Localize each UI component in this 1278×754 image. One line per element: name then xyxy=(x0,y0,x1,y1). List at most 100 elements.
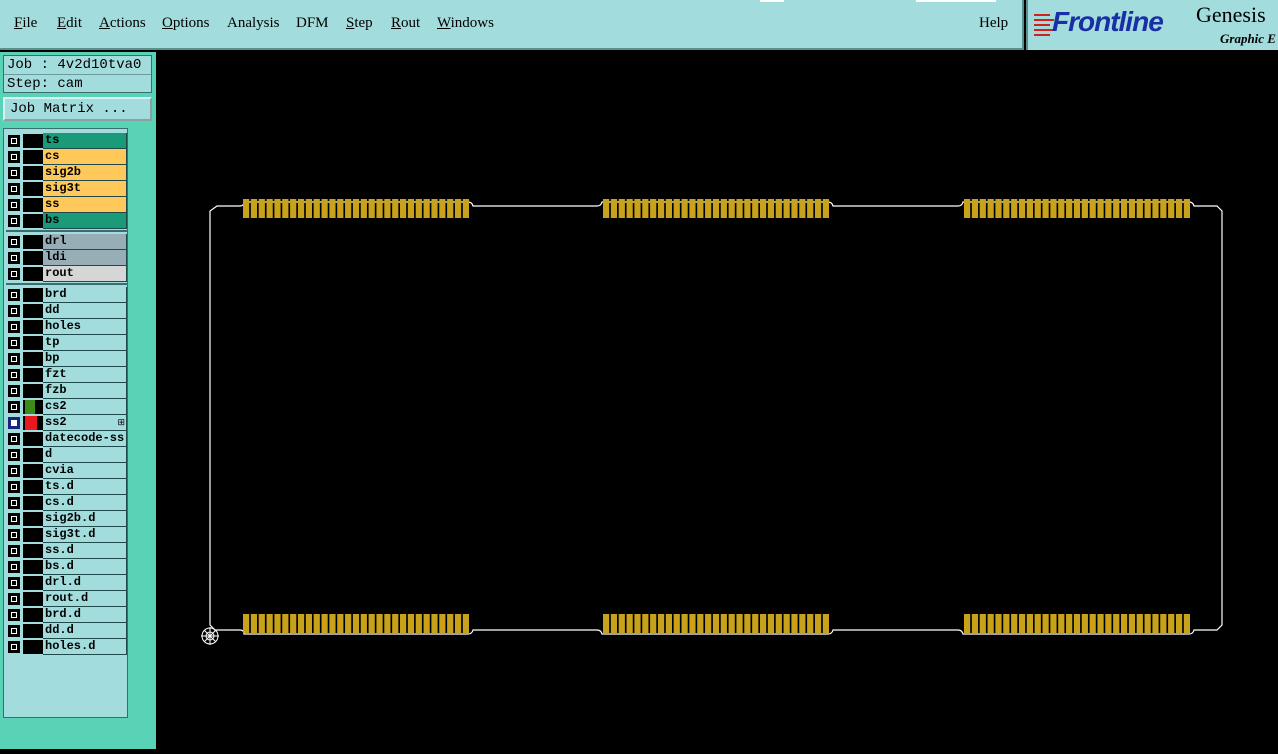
graphic-canvas[interactable] xyxy=(157,53,1278,749)
layer-display-swatch[interactable] xyxy=(23,432,43,446)
layer-row-cs[interactable]: cs xyxy=(6,149,127,165)
layer-checkbox[interactable] xyxy=(8,545,20,557)
layer-checkbox[interactable] xyxy=(8,353,20,365)
layer-display-swatch[interactable] xyxy=(23,384,43,398)
layer-display-swatch[interactable] xyxy=(23,576,43,590)
layer-row-holes.d[interactable]: holes.d xyxy=(6,639,127,655)
layer-row-tp[interactable]: tp xyxy=(6,335,127,351)
layer-checkbox[interactable] xyxy=(8,513,20,525)
layer-checkbox[interactable] xyxy=(8,305,20,317)
layer-display-swatch[interactable] xyxy=(23,267,43,281)
layer-row-holes[interactable]: holes xyxy=(6,319,127,335)
layer-display-swatch[interactable] xyxy=(23,134,43,148)
layer-row-sig2b[interactable]: sig2b xyxy=(6,165,127,181)
layer-checkbox[interactable] xyxy=(8,481,20,493)
layer-display-swatch[interactable] xyxy=(23,352,43,366)
layer-row-fzb[interactable]: fzb xyxy=(6,383,127,399)
layer-row-datecode-ss[interactable]: datecode-ss xyxy=(6,431,127,447)
layer-row-ss2[interactable]: ss2⊞ xyxy=(6,415,127,431)
layer-checkbox[interactable] xyxy=(8,199,20,211)
layer-checkbox[interactable] xyxy=(8,151,20,163)
layer-checkbox[interactable] xyxy=(8,268,20,280)
layer-display-swatch[interactable] xyxy=(23,560,43,574)
layer-display-swatch[interactable] xyxy=(23,198,43,212)
layer-row-d[interactable]: d xyxy=(6,447,127,463)
layer-display-swatch[interactable] xyxy=(23,214,43,228)
menu-options[interactable]: Options xyxy=(162,15,210,32)
menu-step[interactable]: Step xyxy=(346,15,373,32)
layer-display-swatch[interactable] xyxy=(23,448,43,462)
layer-row-sig3t[interactable]: sig3t xyxy=(6,181,127,197)
layer-row-brd.d[interactable]: brd.d xyxy=(6,607,127,623)
layer-checkbox[interactable] xyxy=(8,561,20,573)
layer-display-swatch[interactable] xyxy=(23,640,43,654)
layer-row-ts.d[interactable]: ts.d xyxy=(6,479,127,495)
layer-checkbox[interactable] xyxy=(8,609,20,621)
layer-row-dd[interactable]: dd xyxy=(6,303,127,319)
layer-display-swatch[interactable] xyxy=(23,288,43,302)
layer-checkbox[interactable] xyxy=(8,641,20,653)
layer-row-sig2b.d[interactable]: sig2b.d xyxy=(6,511,127,527)
layer-display-swatch[interactable] xyxy=(23,182,43,196)
help-menu[interactable]: Help xyxy=(979,15,1009,31)
layer-display-swatch[interactable] xyxy=(23,608,43,622)
layer-row-dd.d[interactable]: dd.d xyxy=(6,623,127,639)
layer-checkbox[interactable] xyxy=(8,593,20,605)
layer-row-bs[interactable]: bs xyxy=(6,213,127,229)
layer-display-swatch[interactable] xyxy=(23,336,43,350)
layer-checkbox[interactable] xyxy=(8,465,20,477)
layer-display-swatch[interactable] xyxy=(23,166,43,180)
layer-row-fzt[interactable]: fzt xyxy=(6,367,127,383)
layer-display-swatch[interactable] xyxy=(23,368,43,382)
layer-checkbox[interactable] xyxy=(8,183,20,195)
menu-edit[interactable]: Edit xyxy=(57,15,82,32)
layer-display-swatch[interactable] xyxy=(23,251,43,265)
layer-row-ts[interactable]: ts xyxy=(6,133,127,149)
layer-checkbox[interactable] xyxy=(8,369,20,381)
layer-display-swatch[interactable] xyxy=(23,592,43,606)
layer-checkbox[interactable] xyxy=(8,236,20,248)
layer-checkbox[interactable] xyxy=(8,449,20,461)
layer-display-swatch[interactable] xyxy=(23,480,43,494)
layer-row-cs2[interactable]: cs2 xyxy=(6,399,127,415)
layer-display-swatch[interactable] xyxy=(23,416,43,430)
layer-display-swatch[interactable] xyxy=(23,496,43,510)
origin-icon[interactable] xyxy=(201,627,219,645)
layer-checkbox[interactable] xyxy=(8,625,20,637)
layer-checkbox[interactable] xyxy=(8,252,20,264)
layer-row-cvia[interactable]: cvia xyxy=(6,463,127,479)
layer-checkbox[interactable] xyxy=(8,401,20,413)
layer-display-swatch[interactable] xyxy=(23,528,43,542)
menu-actions[interactable]: Actions xyxy=(99,15,146,32)
layer-checkbox[interactable] xyxy=(8,433,20,445)
layer-row-bs.d[interactable]: bs.d xyxy=(6,559,127,575)
layer-checkbox[interactable] xyxy=(8,289,20,301)
layer-row-drl[interactable]: drl xyxy=(6,234,127,250)
layer-display-swatch[interactable] xyxy=(23,150,43,164)
layer-row-brd[interactable]: brd xyxy=(6,287,127,303)
layer-checkbox[interactable] xyxy=(8,167,20,179)
menu-dfm[interactable]: DFM xyxy=(296,15,329,32)
layer-display-swatch[interactable] xyxy=(23,304,43,318)
layer-row-drl.d[interactable]: drl.d xyxy=(6,575,127,591)
layer-display-swatch[interactable] xyxy=(23,624,43,638)
layer-row-cs.d[interactable]: cs.d xyxy=(6,495,127,511)
layer-checkbox[interactable] xyxy=(8,577,20,589)
layer-row-ss.d[interactable]: ss.d xyxy=(6,543,127,559)
layer-display-swatch[interactable] xyxy=(23,320,43,334)
layer-row-ss[interactable]: ss xyxy=(6,197,127,213)
layer-checkbox[interactable] xyxy=(8,529,20,541)
board-view[interactable] xyxy=(157,53,1278,749)
layer-row-rout.d[interactable]: rout.d xyxy=(6,591,127,607)
layer-menu-icon[interactable]: ⊞ xyxy=(117,417,125,427)
layer-display-swatch[interactable] xyxy=(23,400,43,414)
layer-row-ldi[interactable]: ldi xyxy=(6,250,127,266)
layer-display-swatch[interactable] xyxy=(23,512,43,526)
layer-display-swatch[interactable] xyxy=(23,544,43,558)
layer-checkbox[interactable] xyxy=(8,135,20,147)
layer-row-rout[interactable]: rout xyxy=(6,266,127,282)
menu-windows[interactable]: Windows xyxy=(437,15,494,32)
layer-row-sig3t.d[interactable]: sig3t.d xyxy=(6,527,127,543)
layer-checkbox[interactable] xyxy=(8,497,20,509)
menu-analysis[interactable]: Analysis xyxy=(227,15,280,32)
